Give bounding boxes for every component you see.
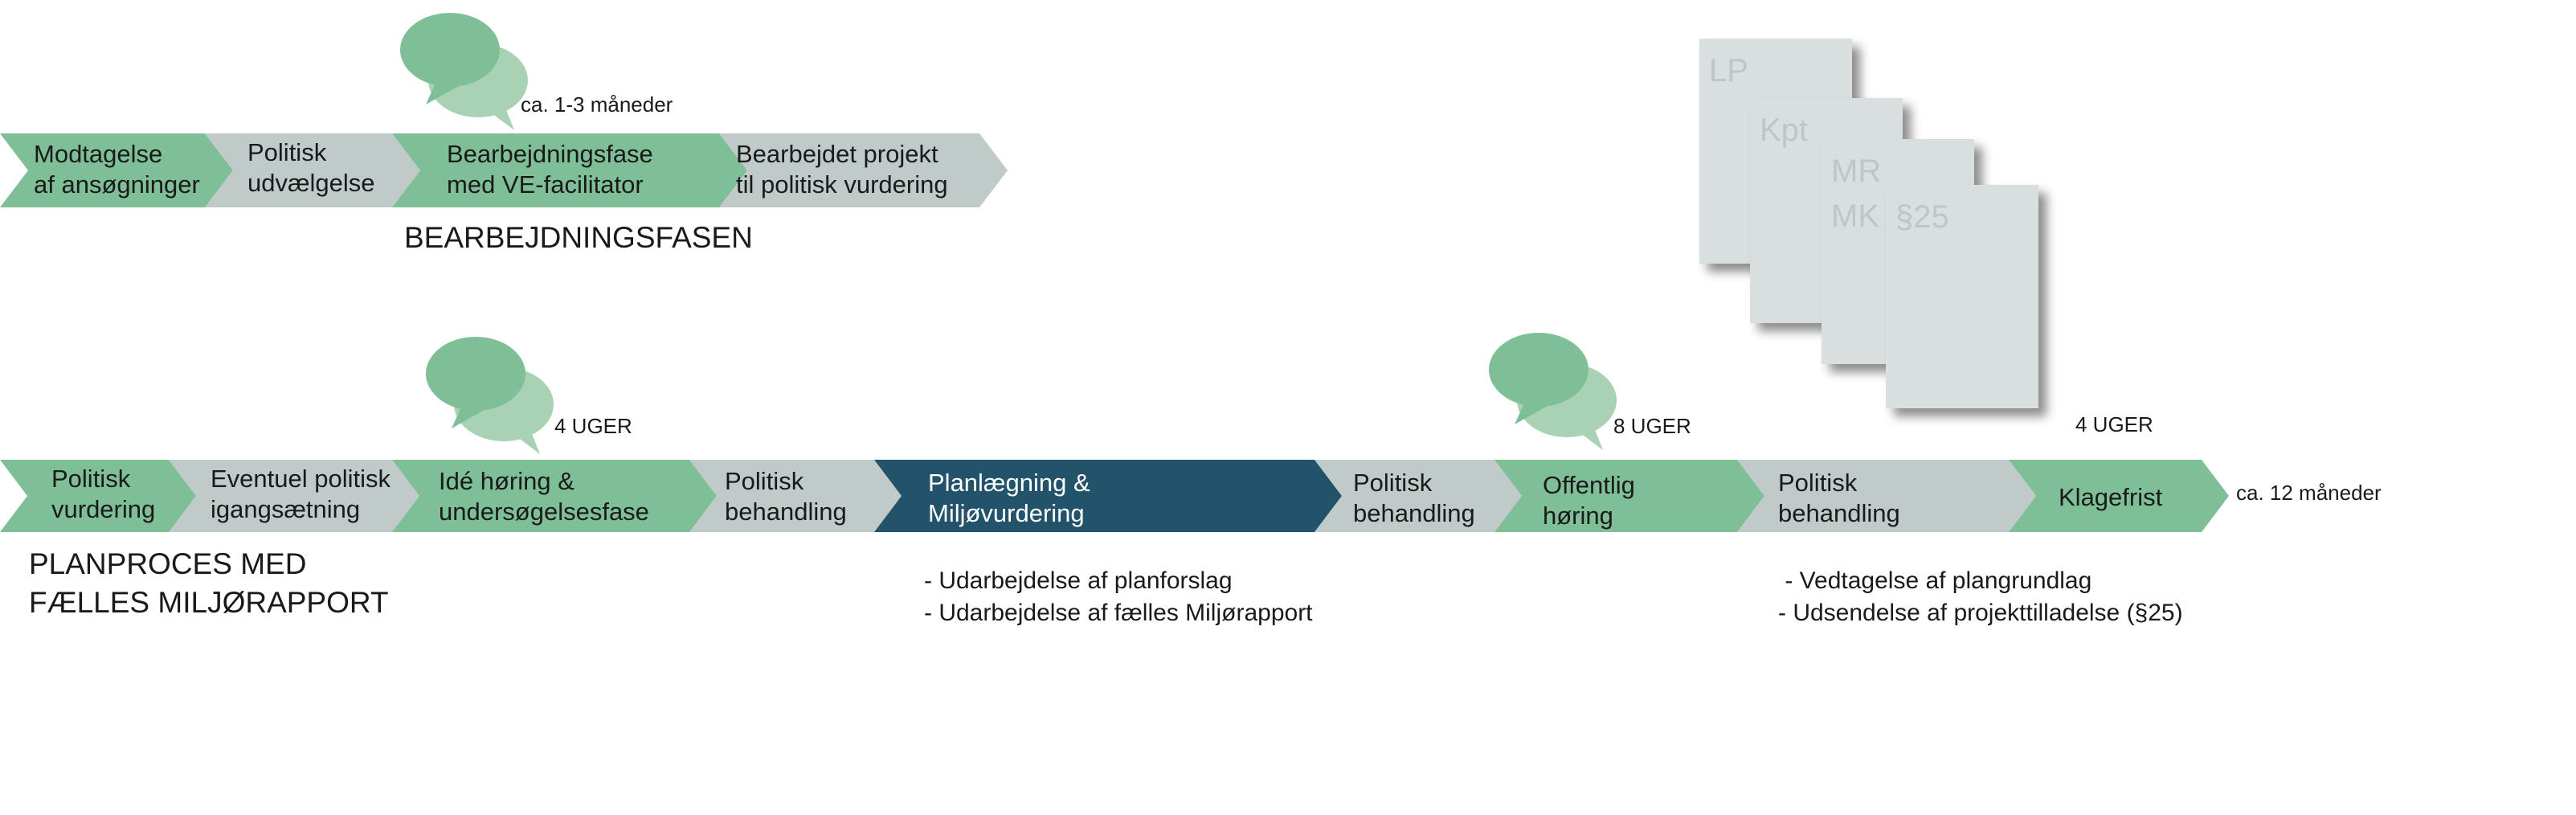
bottom-step-4-chevron [689,460,902,532]
bottom-process-row [0,460,2229,532]
total-duration-label: ca. 12 måneder [2236,481,2382,505]
speech-bubbles-icon [400,13,528,130]
top-step-3-label: Bearbejdningsfase med VE-facilitator [447,140,653,199]
bottom-step-4-label: Politisk behandling [725,467,847,526]
top-duration-label: ca. 1-3 måneder [521,92,673,117]
top-phase-heading: BEARBEJDNINGSFASEN [404,221,753,254]
top-step-2-label: Politisk udvælgelse [247,138,375,197]
bottom-step-1-chevron [0,460,196,532]
speech-bubbles-icon [426,337,554,454]
bottom-step-2-label: Eventuel politisk igangsætning [211,465,391,523]
ide-hoering-duration: 4 UGER [554,414,632,438]
final-notes: - Vedtagelse af plangrundlag - Udsendels… [1778,567,2183,626]
bottom-step-9-chevron [2009,460,2229,532]
bottom-step-8-label: Politisk behandling [1778,469,1900,527]
top-step-2-chevron [205,133,420,207]
offentlig-hoering-duration: 8 UGER [1613,414,1691,438]
bottom-step-1-label: Politisk vurdering [51,465,156,523]
bottom-step-7-chevron [1494,460,1764,532]
bottom-step-2-chevron [169,460,419,532]
bottom-phase-heading: PLANPROCES MED FÆLLES MILJØRAPPORT [29,547,389,619]
speech-bubbles-icon [1489,333,1617,450]
bottom-step-5-chevron [874,460,1342,532]
top-process-row [0,133,1008,207]
bottom-step-5-label: Planlægning & Miljøvurdering [928,469,1090,527]
bottom-step-8-chevron [1737,460,2036,532]
top-step-1-chevron [0,133,233,207]
bottom-step-7-label: Offentlig høring [1543,471,1635,530]
top-step-3-chevron [392,133,747,207]
top-step-4-chevron [719,133,1008,207]
bottom-step-3-chevron [392,460,717,532]
top-step-1-label: Modtagelse af ansøgninger [34,140,200,199]
bottom-step-3-label: Idé høring & undersøgelsesfase [439,467,649,526]
document-par25: §25 [1886,185,2038,408]
klagefrist-duration: 4 UGER [2075,412,2153,436]
top-step-4-label: Bearbejdet projekt til politisk vurderin… [736,140,948,199]
bottom-step-6-chevron [1315,460,1522,532]
bottom-step-9-label: Klagefrist [2059,483,2163,511]
planning-notes: - Udarbejdelse af planforslag - Udarbejd… [924,567,1313,626]
bottom-step-6-label: Politisk behandling [1353,469,1475,527]
